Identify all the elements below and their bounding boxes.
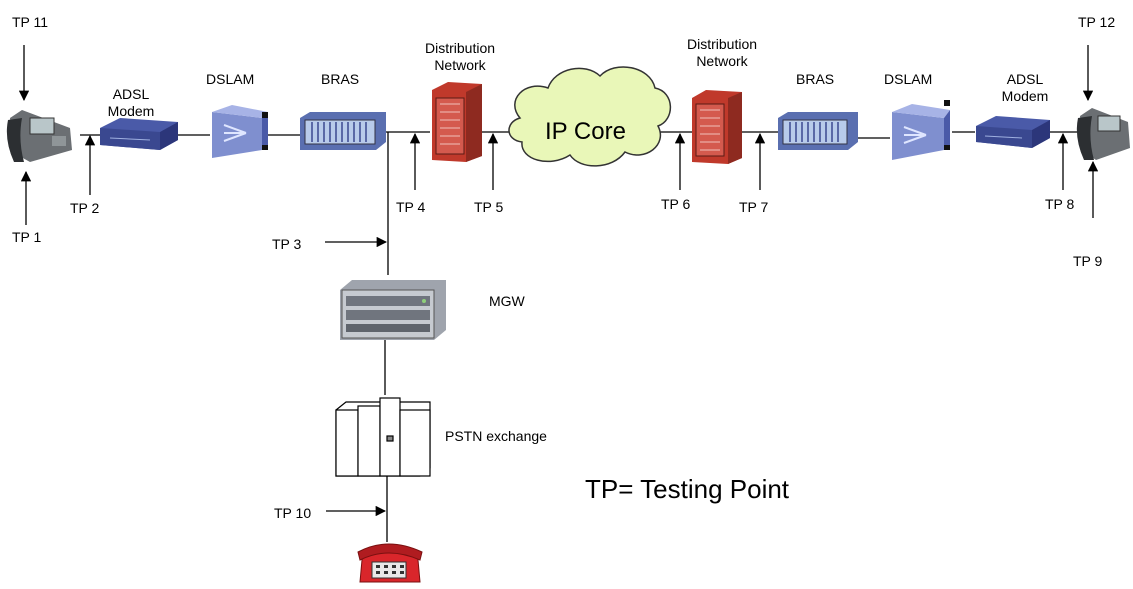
red-telephone-icon bbox=[357, 543, 423, 583]
bras-left-label: BRAS bbox=[321, 71, 360, 87]
legend-text: TP= Testing Point bbox=[585, 474, 790, 504]
distribution-left-icon bbox=[432, 82, 482, 162]
tp1-label: TP 1 bbox=[12, 229, 42, 245]
bras-left-icon bbox=[300, 112, 386, 150]
ip-phone-left-icon bbox=[6, 110, 72, 162]
dslam-left-icon bbox=[212, 105, 268, 158]
adsl-modem-right-label: ADSL Modem bbox=[1001, 71, 1049, 104]
distribution-left-label: Distribution Network bbox=[424, 40, 496, 73]
dslam-right-label: DSLAM bbox=[884, 71, 933, 87]
tp11-label: TP 11 bbox=[12, 14, 49, 30]
tp10-label: TP 10 bbox=[274, 505, 312, 521]
tp9-label: TP 9 bbox=[1073, 253, 1103, 269]
tp5-label: TP 5 bbox=[474, 199, 504, 215]
adsl-modem-left-icon bbox=[100, 118, 178, 150]
ip-core-cloud-icon bbox=[508, 66, 672, 167]
testing-point-arrows bbox=[18, 45, 1099, 517]
tp12-label: TP 12 bbox=[1078, 14, 1116, 30]
distribution-right-icon bbox=[692, 90, 742, 164]
adsl-modem-left-label: ADSL Modem bbox=[107, 86, 155, 119]
tp6-label: TP 6 bbox=[661, 196, 691, 212]
mgw-label: MGW bbox=[489, 293, 525, 309]
distribution-right-label: Distribution Network bbox=[686, 36, 758, 69]
tp8-label: TP 8 bbox=[1045, 196, 1075, 212]
bras-right-icon bbox=[778, 112, 858, 150]
dslam-left-label: DSLAM bbox=[206, 71, 255, 87]
dslam-right-icon bbox=[892, 100, 950, 160]
pstn-exchange-label: PSTN exchange bbox=[445, 428, 547, 444]
bras-right-label: BRAS bbox=[796, 71, 835, 87]
pstn-exchange-icon bbox=[335, 397, 431, 477]
tp7-label: TP 7 bbox=[739, 199, 769, 215]
adsl-modem-right-icon bbox=[976, 116, 1050, 148]
ip-core-label: IP Core bbox=[545, 118, 626, 145]
ip-phone-right-icon bbox=[1076, 108, 1130, 160]
tp3-label: TP 3 bbox=[272, 236, 302, 252]
mgw-server-icon bbox=[340, 280, 446, 340]
tp4-label: TP 4 bbox=[396, 199, 426, 215]
connections bbox=[80, 131, 1078, 542]
tp2-label: TP 2 bbox=[70, 200, 100, 216]
